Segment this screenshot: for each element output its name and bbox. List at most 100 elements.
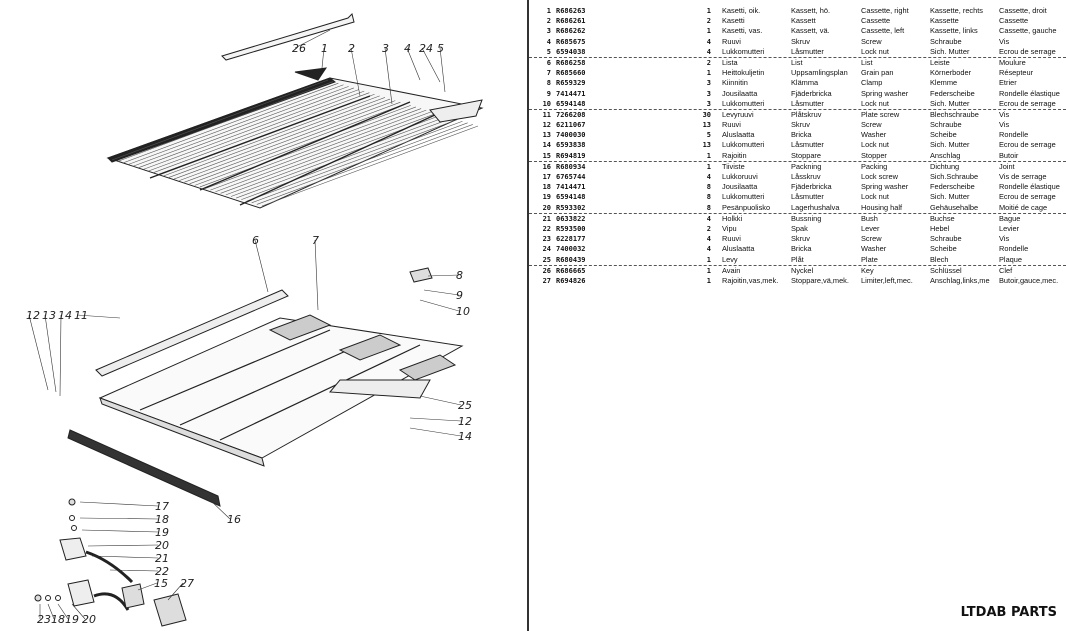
cell-fi: Kasetti, oik. (722, 6, 761, 15)
callout-label: 17 (155, 500, 169, 513)
cell-fr: Rondelle (999, 130, 1029, 140)
cell-no: 5 (546, 47, 551, 56)
slat-line (111, 79, 329, 161)
cell-sv: Kassett, hö. (791, 6, 831, 15)
slat-line (246, 120, 463, 202)
cell-no: 14 (542, 141, 551, 150)
cell-qty: 5 (706, 131, 711, 140)
cell-en: List (861, 57, 873, 67)
cell-de: Sich.Schraube (930, 172, 979, 181)
cell-qty: 1 (706, 255, 711, 264)
callout-label: 1 (321, 42, 328, 55)
cell-fi: Avain (722, 265, 741, 275)
cell-qty: 13 (702, 141, 711, 150)
cell-de: Blechschraube (930, 109, 979, 119)
cell-de: Sich. Mutter (930, 46, 970, 56)
cell-qty: 8 (706, 183, 711, 192)
cell-sv: Klämma (791, 78, 819, 88)
cell-en: Packing (861, 161, 888, 171)
leader-line (87, 544, 159, 547)
callout-label: 11 (74, 309, 88, 322)
cell-no: 22 (542, 224, 551, 233)
slat-line (184, 101, 401, 183)
cell-code: R686261 (556, 17, 586, 26)
cell-fi: Lukkomutteri (722, 192, 765, 202)
cell-code: 6594148 (556, 193, 586, 202)
cell-fi: Vipu (722, 223, 737, 233)
cell-de: Sich. Mutter (930, 140, 970, 150)
cell-sv: Plåtskruv (791, 109, 822, 119)
cell-fi: Ruuvi (722, 120, 741, 130)
cell-de: Blech (930, 254, 949, 264)
cell-code: R685675 (556, 37, 586, 46)
cell-code: R593302 (556, 203, 586, 212)
cell-no: 18 (542, 183, 551, 192)
cell-fr: Plaque (999, 254, 1023, 264)
cell-fi: Ruuvi (722, 36, 741, 46)
callout-label: 20 (82, 613, 96, 626)
cell-de: Hebel (930, 223, 950, 233)
cell-fr: Ecrou de serrage (999, 192, 1056, 202)
cell-no: 6 (546, 58, 551, 67)
cell-sv: Låsskruv (791, 172, 821, 181)
cell-sv: Bricka (791, 130, 812, 140)
cell-code: R694826 (556, 276, 586, 285)
cell-fi: Lista (722, 57, 738, 67)
leader-line (423, 289, 460, 296)
leader-line (314, 239, 319, 311)
slat-line (142, 89, 360, 170)
callout-label: 8 (456, 269, 463, 282)
cell-en: Screw (861, 234, 882, 244)
callout-label: 12 (26, 309, 40, 322)
slat-line (230, 116, 448, 197)
cell-qty: 4 (706, 37, 711, 46)
callout-label: 7 (312, 234, 319, 247)
callout-label: 14 (58, 309, 72, 322)
leader-line (384, 47, 393, 105)
cell-de: Leiste (930, 57, 950, 67)
cell-de: Körnerboder (930, 68, 972, 78)
cell-code: R685660 (556, 69, 586, 78)
cell-no: 2 (546, 17, 551, 26)
cell-de: Buchse (930, 213, 955, 223)
cell-sv: Lagerhushalva (791, 202, 840, 212)
cell-no: 23 (542, 235, 551, 244)
cell-en: Washer (861, 130, 887, 140)
slat-line (127, 84, 344, 166)
cell-de: Scheibe (930, 244, 957, 254)
cell-fr: Cassette (999, 16, 1029, 26)
callout-label: 4 (404, 42, 411, 55)
cell-fi: Kasetti, vas. (722, 26, 763, 36)
cell-qty: 1 (706, 7, 711, 15)
upper-cassette-assembly (106, 13, 484, 209)
cell-fr: Rondelle (999, 244, 1029, 254)
cell-qty: 4 (706, 173, 711, 181)
leader-line (44, 314, 57, 393)
slat-line (236, 117, 453, 199)
cell-sv: Låsmutter (791, 140, 824, 150)
cell-fr: Vis (999, 120, 1010, 130)
callout-label: 19 (65, 613, 79, 626)
cell-en: Lock nut (861, 140, 889, 150)
callout-label: 23 (37, 613, 51, 626)
cell-fi: Rajoitin,vas,mek. (722, 275, 779, 285)
cell-qty: 3 (706, 99, 711, 108)
cell-code: 7414471 (556, 183, 586, 192)
cell-qty: 3 (706, 89, 711, 98)
cell-qty: 1 (706, 151, 711, 160)
cell-sv: Fjäderbricka (791, 182, 832, 192)
leader-line (76, 314, 121, 319)
cell-code: R659329 (556, 79, 586, 88)
leader-line (81, 529, 159, 533)
callout-label: 19 (155, 526, 169, 539)
cell-en: Grain pan (861, 68, 894, 78)
cell-fi: Rajoitin (722, 150, 747, 160)
cell-no: 21 (542, 214, 551, 223)
callout-label: 16 (227, 513, 241, 526)
